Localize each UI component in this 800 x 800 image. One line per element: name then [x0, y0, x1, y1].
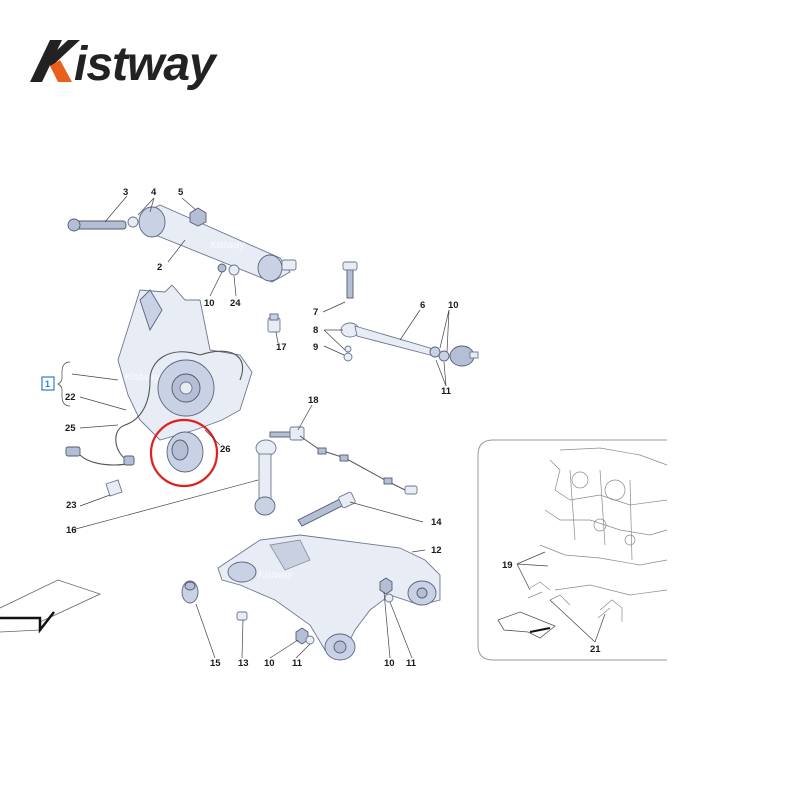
callout-17: 17 [276, 342, 287, 353]
wheel-knuckle: Kistway [117, 284, 253, 441]
callout-26: 26 [220, 444, 231, 455]
lower-arm-fasteners [295, 577, 394, 645]
callout-2: 2 [157, 262, 162, 273]
bushing-26 [166, 431, 204, 473]
upper-control-arm: Kistway [67, 204, 297, 283]
callout-4: 4 [151, 187, 157, 198]
direction-arrow-left [0, 579, 102, 634]
logo-k-leg [50, 60, 72, 82]
bolt-13 [236, 611, 248, 621]
callout-16: 16 [66, 525, 77, 536]
brand-logo-mark [30, 40, 80, 82]
brand-logo-wordmark: istway [74, 38, 218, 91]
lower-control-arm: Kistway [217, 534, 441, 661]
logo-k-arm [42, 40, 80, 66]
callout-14: 14 [431, 517, 442, 528]
watermark-knuckle: Kistway [125, 372, 160, 383]
callout-25: 25 [65, 423, 76, 434]
group-marker-box [41, 376, 55, 391]
callout-5: 5 [178, 187, 184, 198]
callout-10-lower-b: 10 [384, 658, 395, 669]
callout-10-upper: 10 [204, 298, 215, 309]
callout-11-lower-a: 11 [292, 658, 303, 669]
callout-numbers: 3 4 5 2 10 24 7 8 9 6 10 11 17 22 25 26 … [45, 187, 601, 669]
callout-18: 18 [308, 395, 319, 406]
leader-lines [71, 195, 606, 659]
callout-11-lower-b: 11 [406, 658, 417, 669]
callout-10-lower-a: 10 [264, 658, 275, 669]
callout-6: 6 [420, 300, 425, 311]
abs-sensor-wire [65, 350, 243, 497]
cable-harness [299, 435, 418, 495]
group-marker-label: 1 [45, 379, 50, 389]
callout-13: 13 [238, 658, 249, 669]
callout-10-toe: 10 [448, 300, 459, 311]
callout-15: 15 [210, 658, 221, 669]
callout-9: 9 [313, 342, 318, 353]
group-bracket-1 [41, 361, 71, 407]
bracket-17 [267, 313, 281, 333]
toe-link [340, 261, 479, 367]
callout-23: 23 [66, 500, 77, 511]
callout-3: 3 [123, 187, 128, 198]
callout-24: 24 [230, 298, 241, 309]
callout-22: 22 [65, 392, 76, 403]
link-16 [254, 439, 277, 516]
watermark-upper-arm: Kistway [210, 240, 245, 251]
callout-11-toe: 11 [441, 386, 452, 397]
callout-8: 8 [313, 325, 318, 336]
bolt-14 [297, 491, 356, 527]
callout-12: 12 [431, 545, 442, 556]
highlight-circle [149, 418, 219, 488]
callout-21: 21 [590, 644, 601, 655]
callout-19: 19 [502, 560, 513, 571]
callout-7: 7 [313, 307, 318, 318]
bushing-15 [181, 580, 199, 604]
watermark-lower-arm: Kistway [258, 570, 293, 581]
brand-logo: istway [30, 38, 219, 91]
inset-detail [477, 439, 668, 661]
bolt-18 [269, 426, 305, 441]
